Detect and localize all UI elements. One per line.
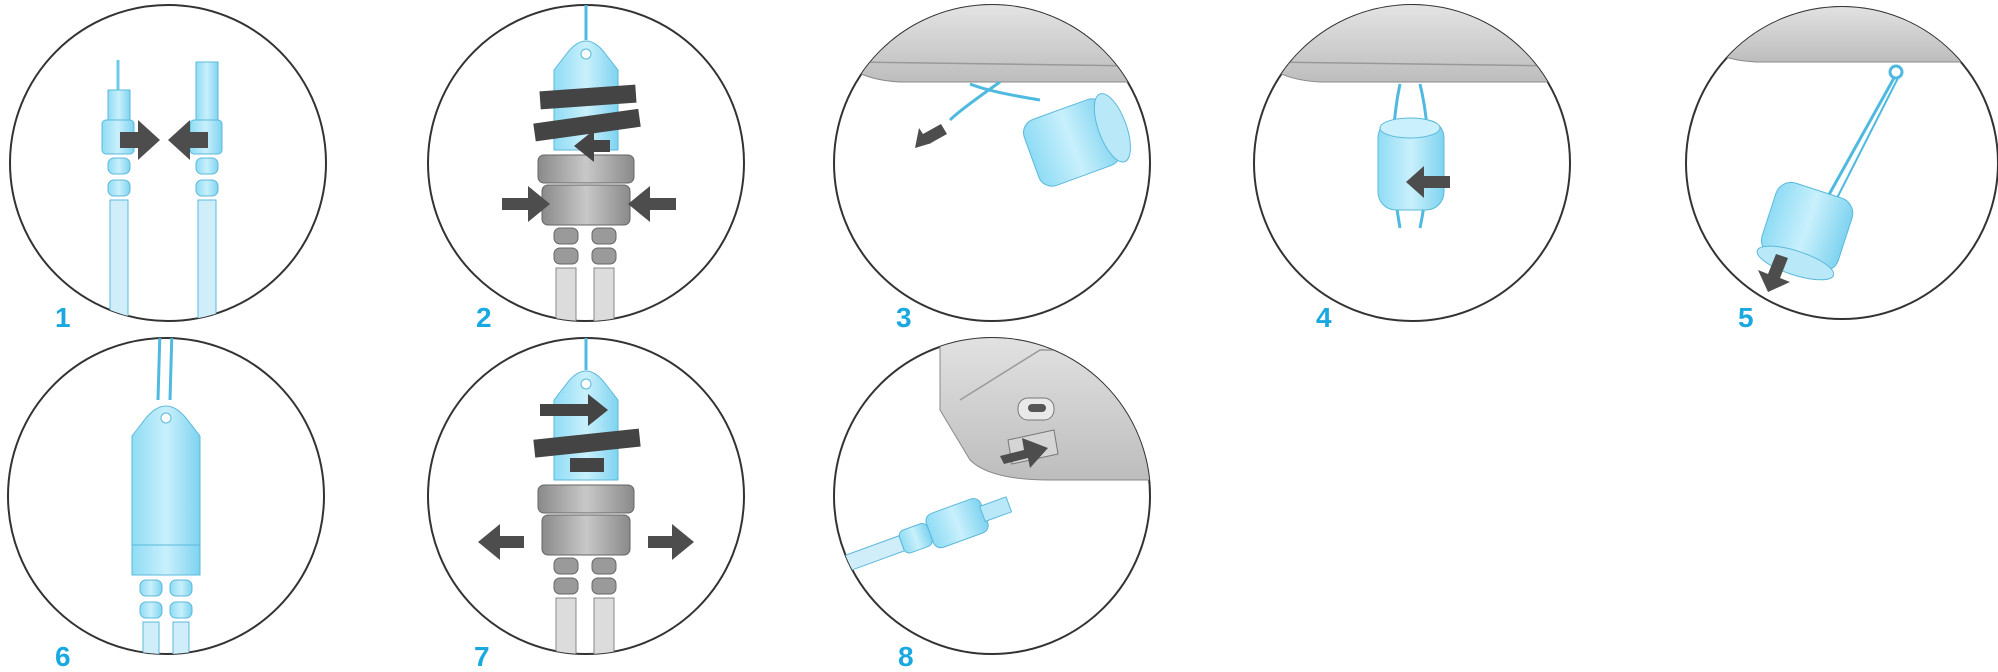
step-8-illustration	[840, 330, 1260, 670]
step-4-illustration	[1260, 0, 1680, 340]
step-6: 6	[0, 330, 420, 670]
step-7-illustration	[420, 330, 840, 670]
step-number: 5	[1738, 304, 1754, 332]
step-7: 7	[420, 330, 840, 670]
step-number: 1	[55, 304, 71, 332]
step-3-illustration	[840, 0, 1260, 340]
step-3: 3	[840, 0, 1260, 340]
step-1: 1	[0, 0, 420, 340]
step-6-illustration	[0, 330, 420, 670]
step-2-illustration	[420, 0, 840, 340]
step-number: 2	[476, 304, 492, 332]
step-2: 2	[420, 0, 840, 340]
step-1-illustration	[0, 0, 420, 340]
step-5-illustration	[1676, 0, 1998, 340]
step-8: 8	[840, 330, 1260, 670]
step-number: 6	[55, 643, 71, 671]
step-number: 8	[898, 643, 914, 671]
step-number: 3	[896, 304, 912, 332]
step-number: 7	[474, 643, 490, 671]
step-5: 5	[1676, 0, 1998, 340]
step-number: 4	[1316, 304, 1332, 332]
step-4: 4	[1260, 0, 1680, 340]
